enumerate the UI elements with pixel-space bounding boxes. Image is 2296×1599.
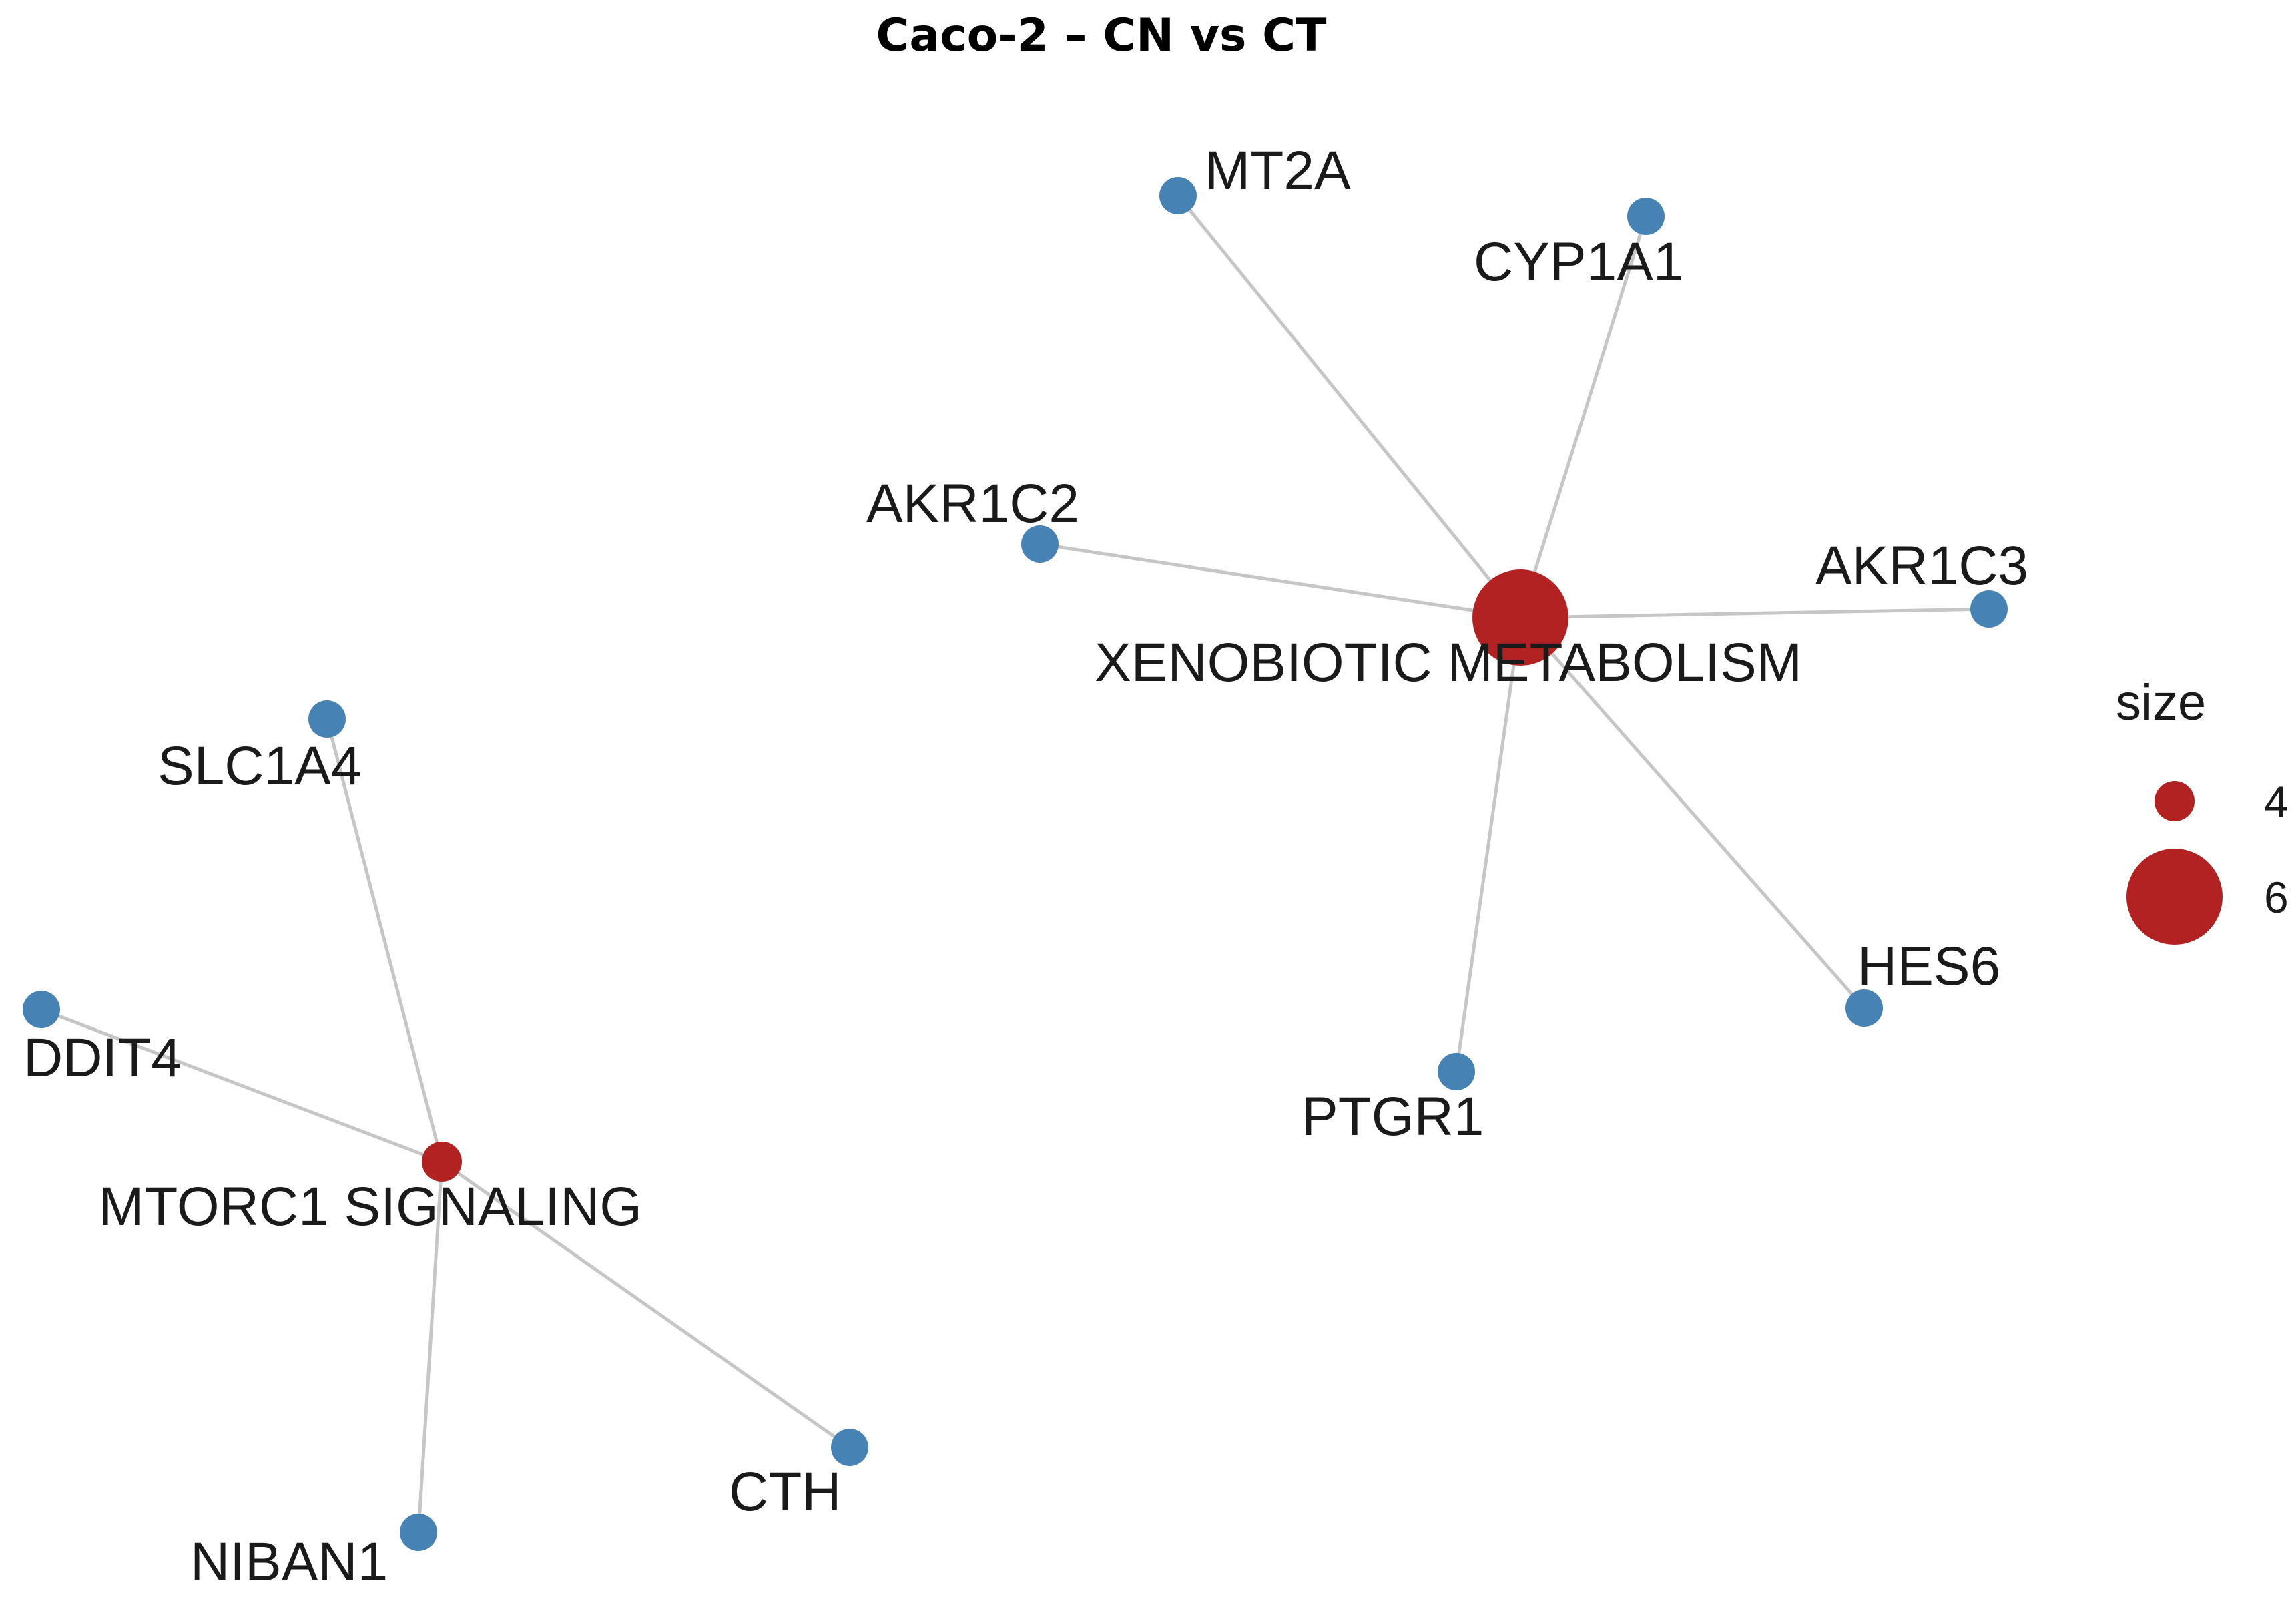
edge-hes6-xeno [1519,616,1866,1009]
size-legend: size 4 6 [2116,674,2289,945]
gene-node-ptgr1 [1438,1053,1475,1090]
legend-title: size [2116,674,2206,731]
gene-node-niban1 [400,1514,437,1551]
legend-key-size-4 [2155,781,2195,821]
category-label-mtorc1: MTORC1 SIGNALING [99,1176,642,1237]
gene-label-mt2a: MT2A [1205,140,1351,201]
gene-label-hes6: HES6 [1857,936,2000,997]
edge-cth-mtorc1 [441,1160,851,1449]
legend-key-size-6 [2126,849,2223,945]
category-label-xeno: XENOBIOTIC METABOLISM [1095,632,1802,693]
gene-label-akr1c2: AKR1C2 [866,473,1079,534]
gene-node-hes6 [1845,989,1883,1027]
gene-label-ptgr1: PTGR1 [1302,1086,1484,1147]
node-layer [23,177,2008,1551]
edge-niban1-mtorc1 [416,1161,444,1533]
edge-ptgr1-xeno [1454,617,1522,1072]
gene-label-cyp1a1: CYP1A1 [1474,232,1684,292]
gene-label-slc1a4: SLC1A4 [158,736,361,796]
gene-node-akr1c3 [1970,590,2008,628]
gene-label-niban1: NIBAN1 [190,1532,388,1592]
edge-mt2a-xeno [1177,194,1522,619]
gene-node-cyp1a1 [1627,198,1665,235]
edge-akr1c3-xeno [1520,607,1990,620]
gene-node-mt2a [1159,177,1197,214]
edge-layer [41,194,1990,1533]
gene-node-akr1c2 [1021,525,1059,563]
edge-slc1a4-mtorc1 [325,718,444,1162]
edge-ddit4-mtorc1 [41,1007,443,1164]
category-node-xeno [1472,569,1568,666]
edge-akr1c2-xeno [1039,542,1521,620]
legend-label-size-6: 6 [2264,873,2289,922]
legend-label-size-4: 4 [2264,777,2289,827]
figure-title: Caco-2 – CN vs CT [876,9,1327,62]
gene-node-cth [831,1429,868,1466]
edge-cyp1a1-xeno [1518,216,1648,618]
category-node-mtorc1 [422,1142,462,1182]
gene-label-cth: CTH [729,1461,842,1522]
gene-label-ddit4: DDIT4 [23,1027,182,1088]
gene-label-akr1c3: AKR1C3 [1815,535,2028,596]
gene-node-ddit4 [23,991,60,1028]
gene-node-slc1a4 [308,700,346,738]
